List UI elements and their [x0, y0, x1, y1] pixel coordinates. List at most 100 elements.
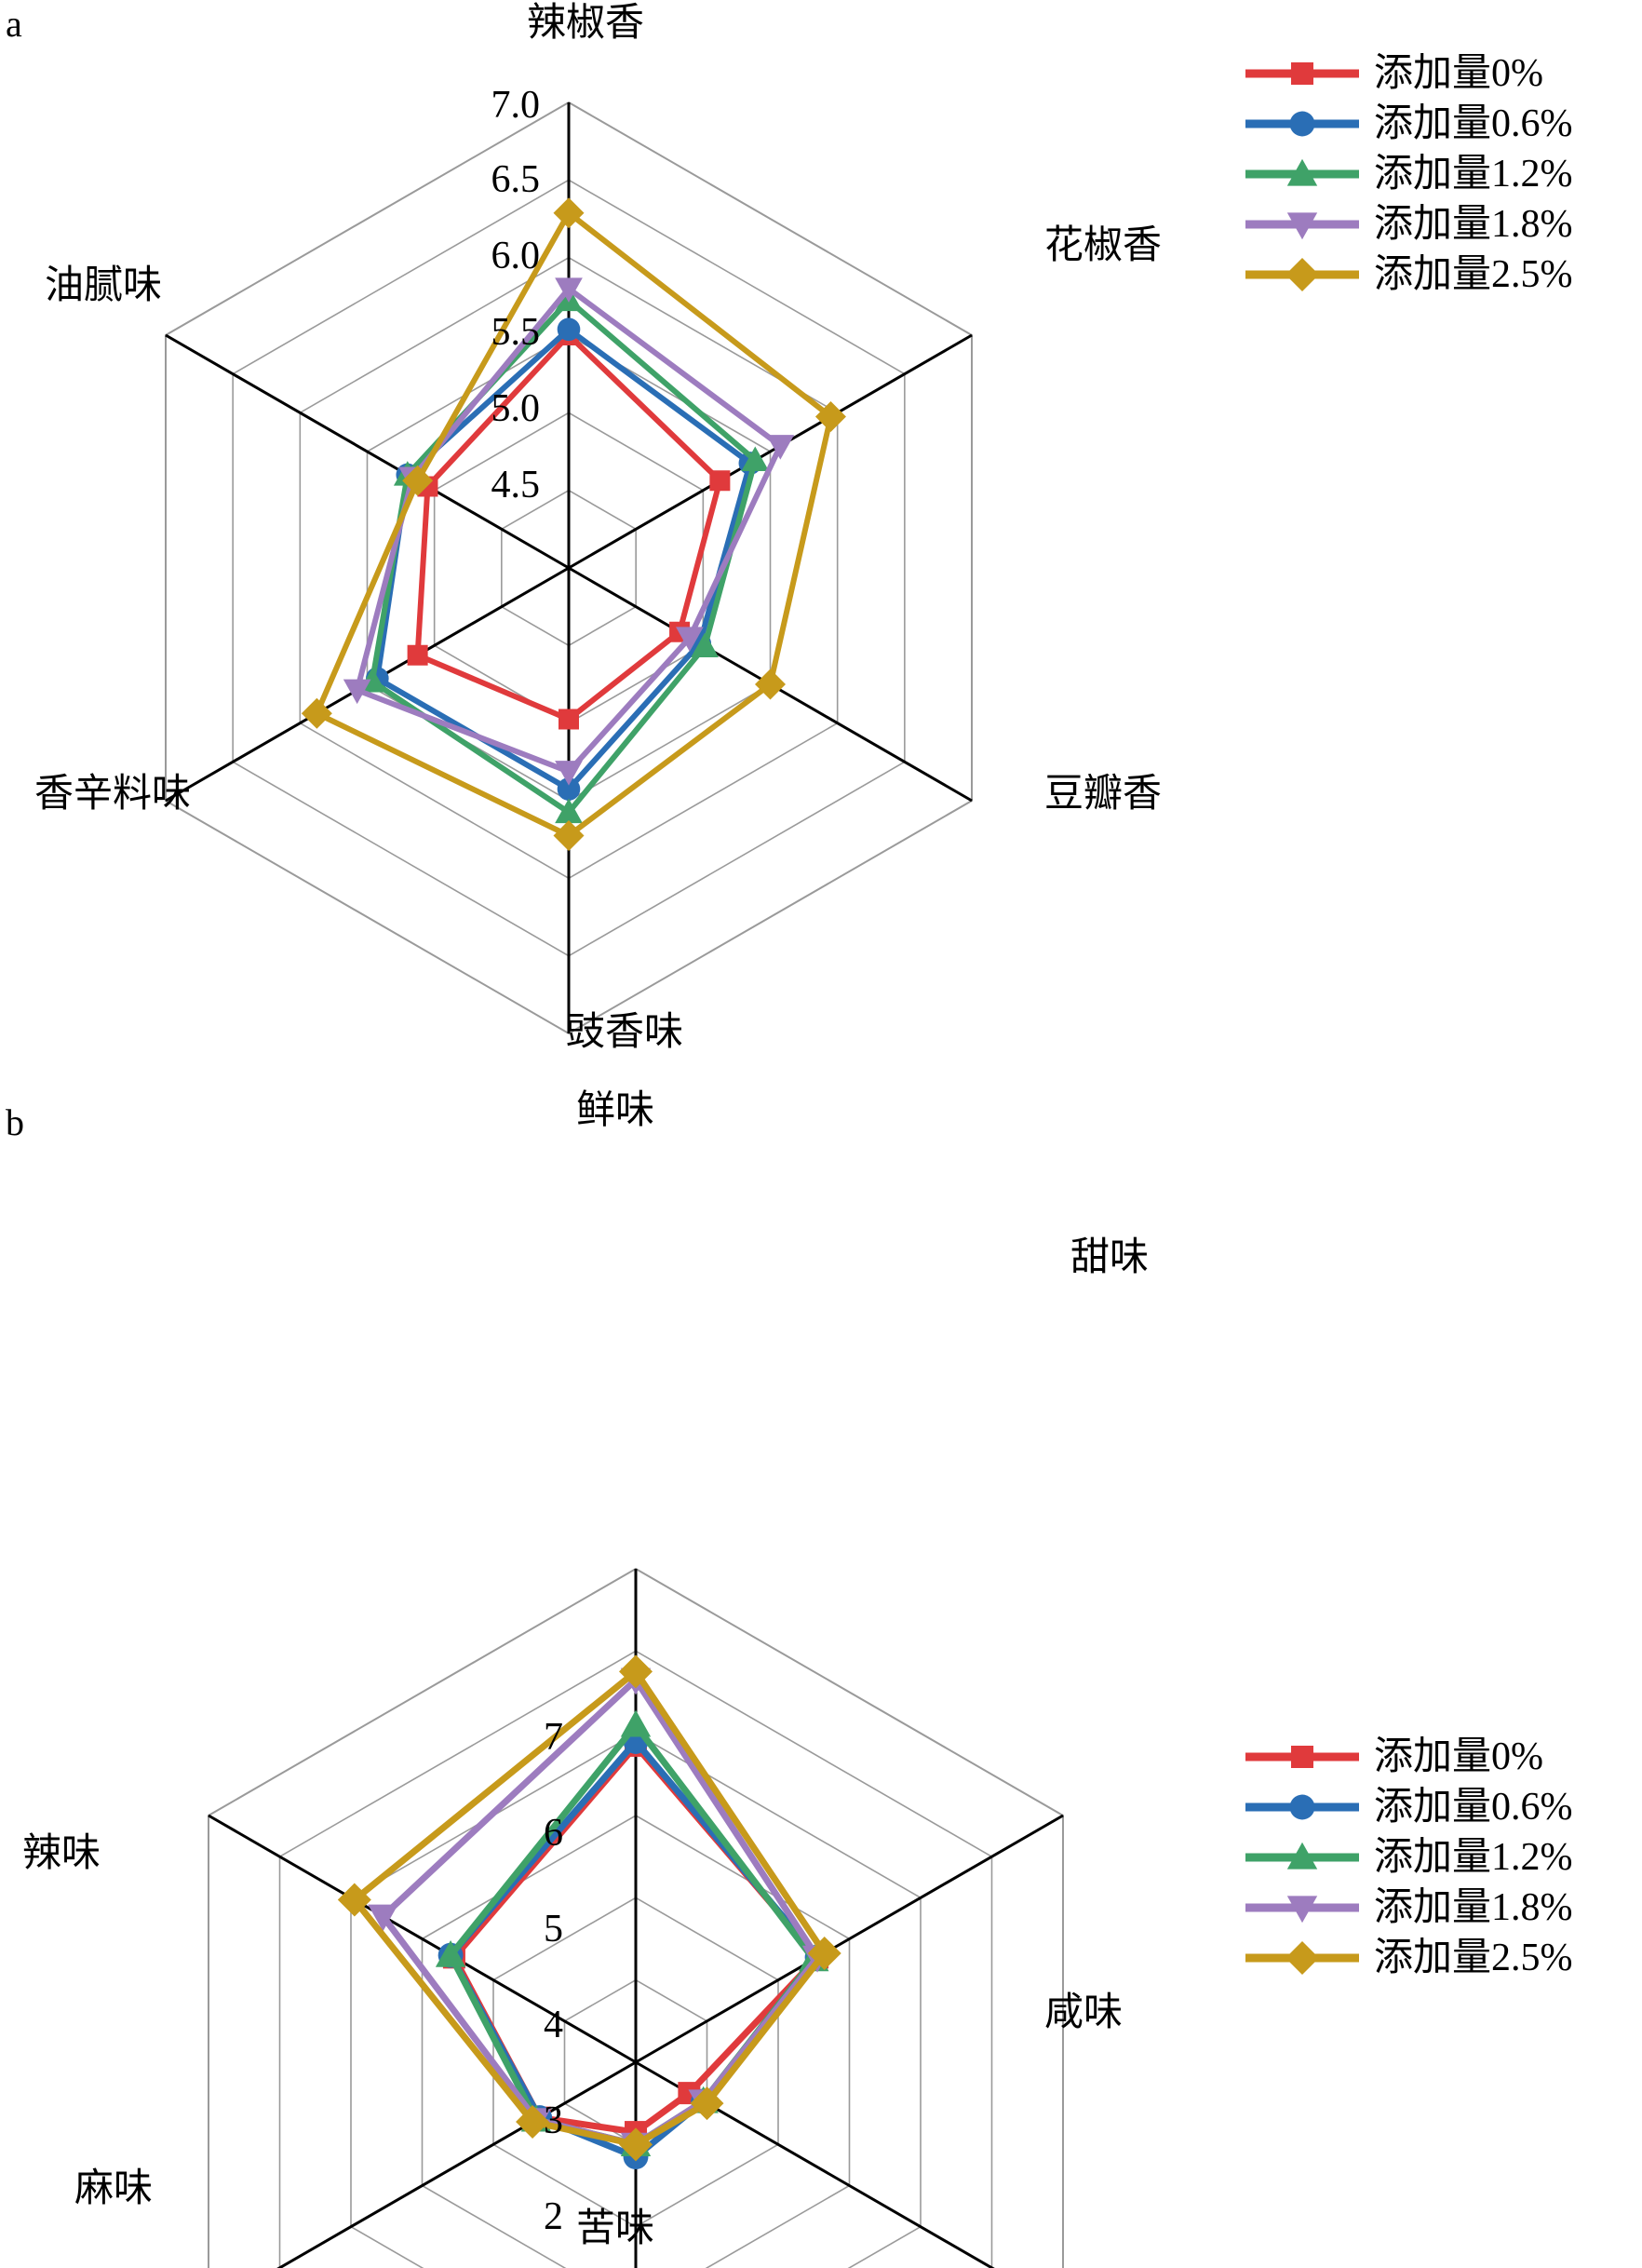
legend-label-4: 添加量2.5%	[1374, 253, 1573, 296]
series-3	[368, 1667, 833, 2160]
legend-item-0[interactable]: 添加量0%	[1244, 48, 1573, 99]
axis-label-a-0: 辣椒香	[527, 2, 645, 45]
data-point-marker-square	[1291, 62, 1313, 85]
axis-label-b-0: 鲜味	[576, 1089, 655, 1132]
radar-series-group-a	[301, 197, 846, 851]
tick-label-a-3: 5.5	[491, 311, 541, 354]
legend-label-2: 添加量1.2%	[1374, 153, 1573, 196]
legend-item-b-3[interactable]: 添加量1.8%	[1244, 1883, 1573, 1933]
legend-swatch-3	[1245, 1896, 1359, 1924]
panel-b: b 鲜味 咸味 甜味 苦味 麻味 辣味 7 6 5 4 3 2 添加量0% 添加…	[0, 1091, 1642, 2268]
legend-item-2[interactable]: 添加量1.2%	[1244, 149, 1573, 199]
axis-spoke-1	[635, 1814, 1064, 2064]
legend-swatch-0	[1245, 62, 1359, 85]
radar-chart-a	[164, 101, 974, 1035]
data-point-marker-triangle-down	[343, 679, 371, 705]
legend-key-b-2	[1244, 1839, 1361, 1876]
series-2	[358, 286, 770, 824]
legend-a: 添加量0% 添加量0.6% 添加量1.2% 添加量1.8% 添加量2.5%	[1244, 48, 1573, 300]
series-4	[301, 197, 846, 851]
data-point-marker-diamond	[516, 2105, 550, 2140]
legend-item-4[interactable]: 添加量2.5%	[1244, 250, 1573, 300]
panel-a: a 辣椒香 花椒香 豆瓣香 豉香味 香辛料味 油腻味 7.0 6.5 6.0 5…	[0, 0, 1642, 1099]
axis-spoke-5	[165, 333, 570, 570]
legend-key-3	[1244, 206, 1361, 243]
legend-key-4	[1244, 256, 1361, 293]
data-point-marker-diamond	[1285, 258, 1319, 291]
tick-label-a-1: 6.5	[491, 158, 541, 201]
legend-key-b-1	[1244, 1789, 1361, 1826]
data-point-marker-diamond	[402, 465, 434, 496]
panel-a-letter: a	[6, 3, 22, 45]
data-point-marker-triangle-up	[435, 1939, 466, 1967]
data-point-marker-triangle-up	[741, 446, 770, 471]
data-point-marker-triangle-down	[555, 761, 583, 786]
data-point-marker-triangle-down	[555, 277, 583, 303]
tick-label-a-2: 6.0	[491, 235, 541, 277]
legend-item-b-0[interactable]: 添加量0%	[1244, 1732, 1573, 1782]
legend-key-b-0	[1244, 1738, 1361, 1775]
data-point-marker-circle	[1289, 1794, 1315, 1820]
legend-label-b-3: 添加量1.8%	[1374, 1886, 1573, 1929]
axis-label-b-2: 甜味	[1070, 1236, 1150, 1279]
legend-item-3[interactable]: 添加量1.8%	[1244, 199, 1573, 250]
data-point-marker-diamond	[337, 1883, 371, 1917]
legend-key-2	[1244, 155, 1361, 193]
data-point-marker-diamond	[619, 2127, 653, 2162]
legend-item-b-2[interactable]: 添加量1.2%	[1244, 1832, 1573, 1883]
data-point-marker-square	[559, 709, 579, 730]
data-point-marker-triangle-down	[1286, 1896, 1318, 1924]
data-point-marker-square	[709, 470, 731, 492]
data-point-marker-square	[407, 644, 428, 666]
legend-swatch-2	[1245, 158, 1359, 186]
legend-label-b-4: 添加量2.5%	[1374, 1937, 1573, 1979]
data-point-marker-diamond	[814, 401, 846, 432]
tick-label-a-0: 7.0	[491, 84, 541, 127]
data-point-marker-triangle-down	[676, 627, 704, 652]
legend-label-b-0: 添加量0%	[1374, 1735, 1543, 1778]
axis-spoke-5	[208, 1814, 637, 2064]
legend-item-1[interactable]: 添加量0.6%	[1244, 99, 1573, 149]
axis-label-b-4: 麻味	[74, 2167, 154, 2210]
legend-label-b-2: 添加量1.2%	[1374, 1836, 1573, 1879]
legend-item-b-4[interactable]: 添加量2.5%	[1244, 1933, 1573, 1983]
legend-label-1: 添加量0.6%	[1374, 102, 1573, 145]
data-point-marker-triangle-down	[766, 435, 795, 460]
legend-label-b-1: 添加量0.6%	[1374, 1786, 1573, 1829]
tick-label-a-5: 4.5	[491, 464, 541, 506]
axis-label-a-3: 豉香味	[566, 1011, 684, 1054]
data-point-marker-circle	[557, 317, 581, 342]
data-point-marker-diamond	[619, 1654, 653, 1689]
tick-label-b-4: 3	[544, 2099, 563, 2142]
legend-item-b-1[interactable]: 添加量0.6%	[1244, 1782, 1573, 1832]
axis-label-a-5: 油腻味	[45, 264, 163, 307]
legend-swatch-4	[1245, 1941, 1359, 1975]
legend-swatch-4	[1245, 258, 1359, 291]
panel-b-letter: b	[6, 1101, 24, 1143]
axis-label-b-3: 苦味	[576, 2207, 655, 2250]
data-point-marker-circle	[1289, 111, 1315, 137]
data-point-marker-triangle-up	[1286, 158, 1318, 186]
data-point-marker-circle	[557, 777, 581, 801]
data-point-marker-diamond	[301, 697, 332, 729]
axis-label-a-2: 豆瓣香	[1044, 773, 1163, 816]
legend-b: 添加量0% 添加量0.6% 添加量1.2% 添加量1.8% 添加量2.5%	[1244, 1732, 1573, 1983]
data-point-marker-triangle-up	[1286, 1842, 1318, 1870]
axis-spoke-1	[568, 333, 973, 570]
data-point-marker-diamond	[553, 820, 585, 851]
data-point-marker-triangle-up	[555, 798, 583, 824]
data-point-marker-triangle-up	[620, 1709, 652, 1737]
tick-label-b-3: 4	[544, 2004, 563, 2046]
legend-swatch-0	[1245, 1746, 1359, 1768]
legend-swatch-1	[1245, 111, 1359, 137]
legend-key-1	[1244, 105, 1361, 142]
legend-swatch-3	[1245, 212, 1359, 240]
legend-key-b-3	[1244, 1889, 1361, 1926]
legend-swatch-1	[1245, 1794, 1359, 1820]
radar-grid-a	[164, 101, 974, 1035]
radar-series-group-b	[337, 1654, 841, 2170]
data-point-marker-triangle-up	[691, 632, 719, 657]
series-path	[351, 1667, 828, 2148]
tick-label-b-1: 6	[544, 1812, 563, 1855]
data-point-marker-square	[1291, 1746, 1313, 1768]
